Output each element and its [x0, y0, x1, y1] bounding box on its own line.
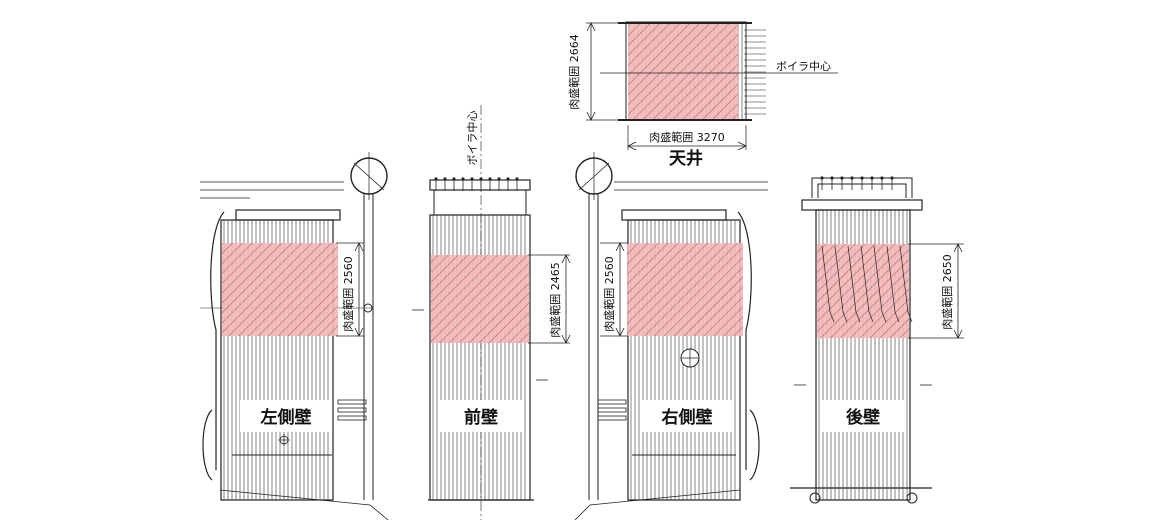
header-stud-cap — [870, 176, 874, 180]
left-wall-overlay-region — [222, 243, 338, 336]
rear-wall-fin — [907, 311, 913, 323]
rear-wall-fin — [834, 245, 844, 313]
left-wall-dimension: 肉盛範囲 2560 — [336, 242, 364, 337]
right-wall-header — [621, 209, 727, 221]
front-wall-overlay-region — [431, 255, 529, 343]
ceiling-overlay-region — [628, 24, 738, 120]
rear-wall-fin — [873, 245, 883, 313]
ceiling-horizontal-dimension: 肉盛範囲 3270 — [627, 125, 747, 151]
ceiling-right-tubes — [744, 29, 766, 115]
right-wall-frame — [627, 219, 741, 501]
rear-wall-label: 後壁 — [846, 407, 880, 428]
ceiling-view: 肉盛範囲 2664 肉盛範囲 3270 ボイラ中心 天井 — [567, 21, 838, 169]
header-stud-cap — [820, 176, 824, 180]
header-stud-cap — [850, 176, 854, 180]
right-wall-side-pipe — [737, 211, 752, 470]
ceiling-center-note: ボイラ中心 — [776, 60, 831, 73]
rear-wall-fin — [842, 311, 848, 323]
left-side-wall-view: 肉盛範囲 2560 左側壁 — [200, 152, 389, 521]
rear-wall-fin — [868, 311, 874, 323]
rear-wall-dim-text: 肉盛範囲 2650 — [940, 254, 954, 330]
header-stud-cap — [434, 177, 438, 181]
right-side-wall-view: 肉盛範囲 2560 右側壁 — [574, 152, 768, 521]
header-stud-cap — [497, 177, 501, 181]
rear-wall-label-box — [822, 400, 904, 432]
header-stud-cap — [461, 177, 465, 181]
header-stud-cap — [452, 177, 456, 181]
rear-wall-overlay-region — [817, 244, 909, 338]
right-wall-label-box — [640, 400, 734, 432]
rear-wall-fin — [894, 311, 900, 323]
ceiling-horizontal-dim-text: 肉盛範囲 3270 — [649, 130, 725, 144]
rear-wall-fin — [899, 245, 909, 313]
rear-wall-header — [801, 199, 923, 211]
right-wall-dim-text: 肉盛範囲 2560 — [602, 256, 616, 332]
header-stud-cap — [515, 177, 519, 181]
rear-wall-fin — [881, 311, 887, 323]
rear-wall-fin — [860, 245, 870, 313]
front-wall-dimension: 肉盛範囲 2465 — [528, 254, 571, 344]
left-wall-side-pipe — [210, 211, 225, 470]
header-stud-cap — [860, 176, 864, 180]
rear-wall-fin — [847, 245, 857, 313]
left-wall-frame — [220, 219, 334, 501]
left-wall-dim-text: 肉盛範囲 2560 — [341, 256, 355, 332]
header-stud-cap — [830, 176, 834, 180]
front-wall-header-studs — [434, 177, 519, 191]
header-stud-cap — [488, 177, 492, 181]
rear-wall-view: 肉盛範囲 2650 後壁 — [790, 176, 964, 504]
front-wall-center-note: ボイラ中心 — [466, 111, 479, 166]
header-stud-cap — [443, 177, 447, 181]
front-wall-view: ボイラ中心 肉盛範囲 2465 前壁 — [412, 105, 571, 520]
left-wall-header — [235, 209, 341, 221]
rear-wall-header-studs — [820, 176, 894, 190]
ceiling-vertical-dim-text: 肉盛範囲 2664 — [567, 34, 581, 110]
front-wall-label: 前壁 — [464, 407, 498, 428]
right-wall-dimension: 肉盛範囲 2560 — [600, 242, 628, 337]
header-stud-cap — [890, 176, 894, 180]
ceiling-view-label: 天井 — [669, 148, 703, 169]
left-wall-label: 左側壁 — [261, 407, 312, 428]
rear-wall-fin — [886, 245, 896, 313]
rear-wall-fins — [821, 245, 913, 323]
header-stud-cap — [479, 177, 483, 181]
rear-wall-fin — [829, 311, 835, 323]
right-wall-overlay-region — [627, 243, 743, 336]
front-wall-label-box — [440, 400, 522, 432]
rear-wall-fin — [821, 245, 831, 313]
header-stud-cap — [470, 177, 474, 181]
ceiling-vertical-dimension: 肉盛範囲 2664 — [567, 22, 626, 121]
left-wall-label-box — [240, 400, 332, 432]
front-wall-dim-text: 肉盛範囲 2465 — [548, 262, 562, 338]
header-stud-cap — [506, 177, 510, 181]
right-wall-label: 右側壁 — [662, 407, 713, 428]
header-stud-cap — [840, 176, 844, 180]
rear-wall-dimension: 肉盛範囲 2650 — [908, 243, 964, 339]
header-stud-cap — [880, 176, 884, 180]
rear-wall-fin — [855, 311, 861, 323]
